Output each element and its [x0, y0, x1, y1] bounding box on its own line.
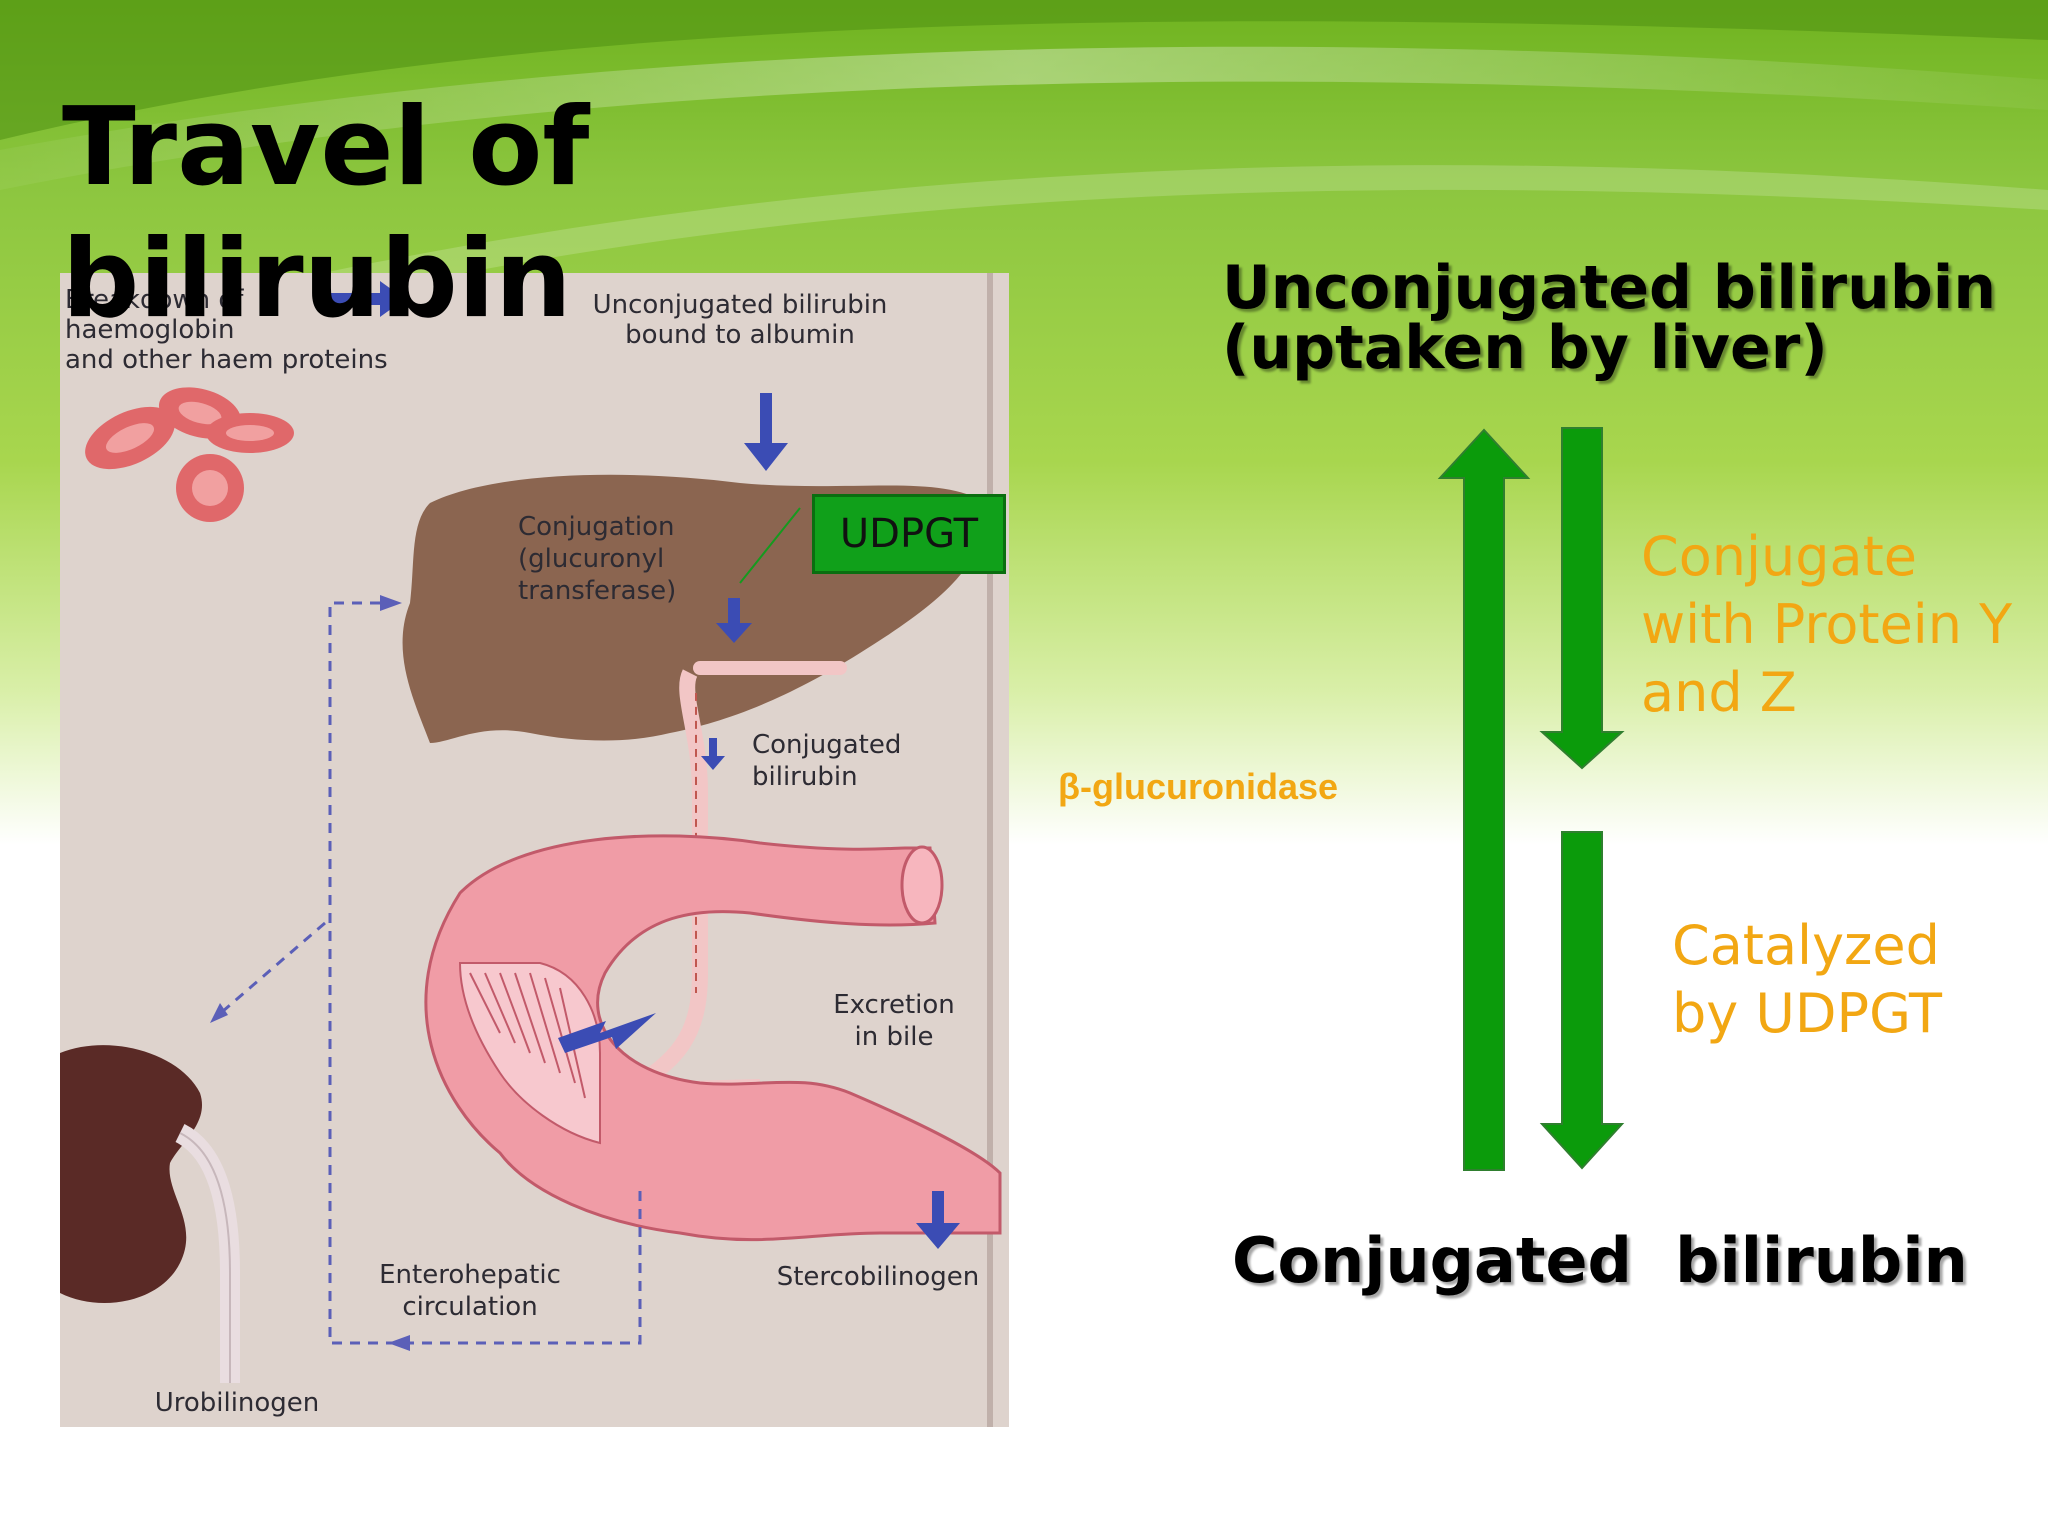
conjugation-label-line-3: transferase) — [518, 576, 676, 606]
conjugated-label-line-1: Conjugated — [752, 730, 901, 760]
conjugate-down-arrow-icon — [1539, 427, 1625, 770]
breakdown-label-line-3: and other haem proteins — [65, 345, 388, 375]
conjugation-label-line-2: (glucuronyl — [518, 544, 664, 574]
unconjugated-label-line-1: Unconjugated bilirubin — [593, 290, 888, 320]
unconjugated-bilirubin-heading: Unconjugated bilirubin (uptaken by liver… — [1222, 253, 1997, 383]
intestine — [425, 835, 1000, 1240]
up-arrow-icon — [1437, 428, 1531, 1171]
duct-arrow-icon — [701, 738, 725, 770]
conjugated-bilirubin-heading: Conjugated bilirubin — [1232, 1224, 1968, 1297]
enterohepatic-loop — [214, 601, 642, 1345]
unconjugated-label-line-2: bound to albumin — [625, 320, 855, 350]
slide-title: Travel of bilirubin — [62, 85, 590, 342]
excretion-arrow-icon — [558, 1013, 656, 1053]
catalyze-note: Catalyzed by UDPGT — [1672, 914, 1942, 1045]
breakdown-arrow-icon — [330, 281, 405, 317]
excretion-label-line-2: in bile — [855, 1022, 934, 1052]
enterohepatic-label-line-1: Enterohepatic — [379, 1260, 561, 1290]
catalyze-down-arrow-icon — [1539, 831, 1625, 1170]
conjugation-label-line-1: Conjugation — [518, 512, 674, 542]
udpgt-box: UDPGT — [812, 494, 1006, 574]
pathway-arrows — [1437, 427, 1625, 1171]
red-blood-cells — [85, 387, 294, 522]
breakdown-label-line-1: Breakdown of — [65, 285, 244, 315]
beta-glucuronidase-label: β-glucuronidase — [1058, 766, 1339, 807]
urobilinogen-label: Urobilinogen — [155, 1388, 320, 1418]
stercobilinogen-arrow-icon — [916, 1191, 960, 1249]
breakdown-label-line-2: haemoglobin — [65, 315, 234, 345]
stercobilinogen-label: Stercobilinogen — [777, 1262, 980, 1292]
conjugated-label-line-2: bilirubin — [752, 762, 858, 792]
conjugate-note: Conjugate with Protein Y and Z — [1641, 525, 2013, 724]
excretion-label-line-1: Excretion — [833, 990, 955, 1020]
kidney — [60, 1045, 203, 1303]
down-arrow-icon — [744, 393, 788, 471]
enterohepatic-label-line-2: circulation — [402, 1292, 537, 1322]
conjugation-arrow-icon — [716, 598, 752, 643]
bilirubin-pathway-figure: Breakdown of haemoglobin and other haem … — [60, 273, 1009, 1427]
